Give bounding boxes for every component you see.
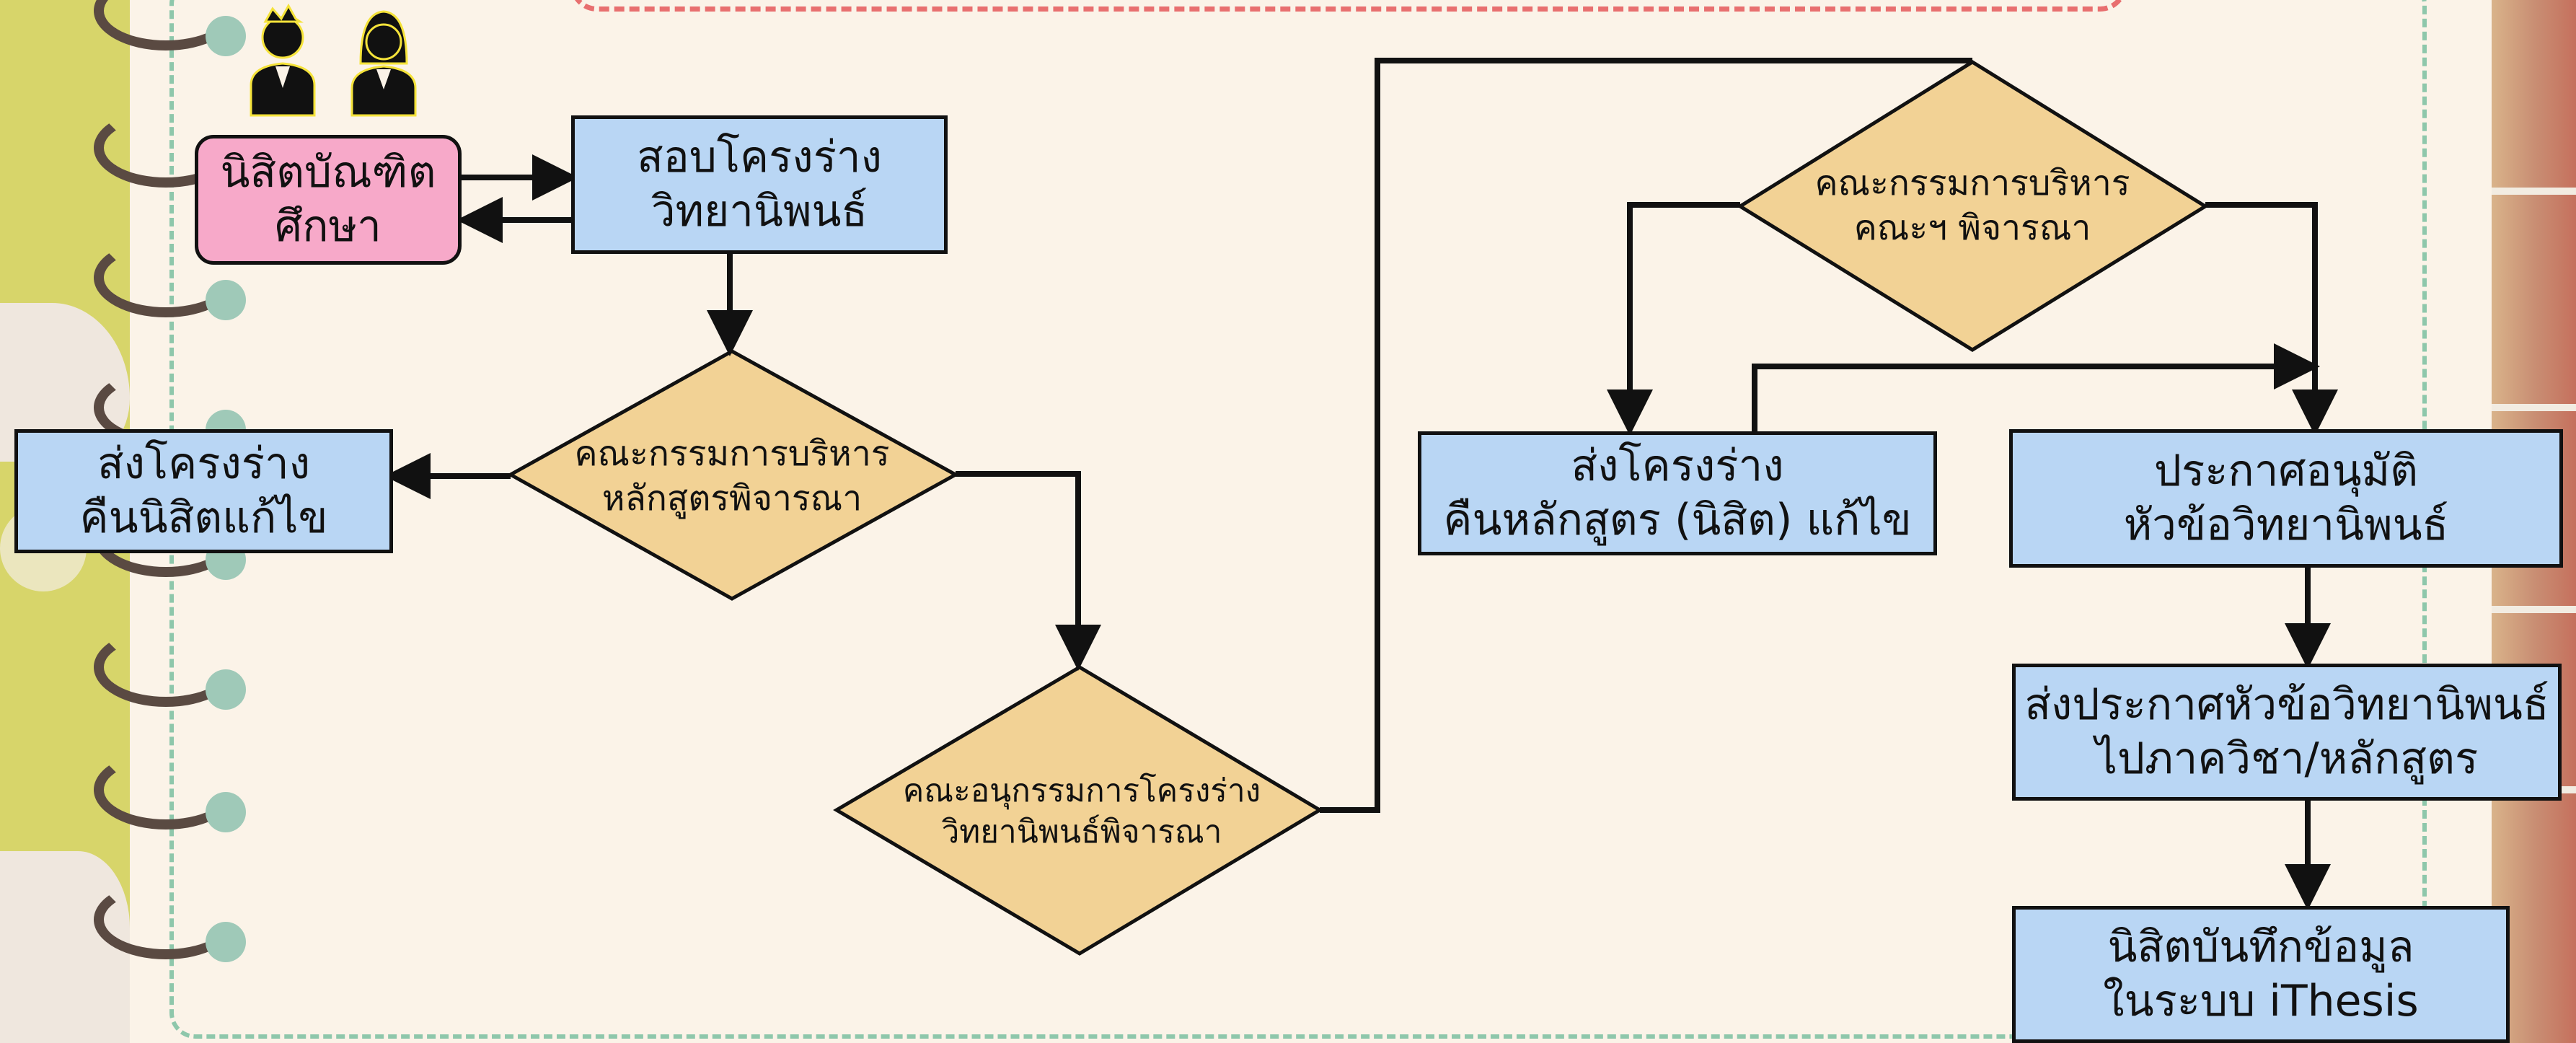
- node-label-line: ประกาศอนุมัติ: [2153, 446, 2419, 496]
- process-send-announcement: ส่งประกาศหัวข้อวิทยานิพนธ์ ไปภาควิชา/หลั…: [2012, 664, 2562, 801]
- process-return-to-curriculum: ส่งโครงร่าง คืนหลักสูตร (นิสิต) แก้ไข: [1418, 431, 1937, 555]
- node-label-line: หัวข้อวิทยานิพนธ์: [2123, 500, 2449, 550]
- node-label-line: คณะอนุกรรมการโครงร่าง: [902, 772, 1261, 809]
- node-label-line: หลักสูตรพิจารณา: [601, 478, 863, 519]
- node-label-line: ส่งโครงร่าง: [97, 439, 311, 489]
- node-label-line: นิสิตบันทึกข้อมูล: [2107, 922, 2414, 972]
- start-node-student: นิสิตบัณฑิต ศึกษา: [195, 135, 462, 265]
- node-label-line: นิสิตบัณฑิต: [220, 147, 436, 198]
- decorative-blob: [0, 851, 130, 1043]
- decision-diamond-faculty: [1737, 60, 2209, 352]
- node-label-line: ในระบบ iThesis: [2103, 976, 2419, 1026]
- node-label-line: คณะกรรมการบริหาร: [1814, 162, 2130, 203]
- node-label-line: วิทยานิพนธ์: [650, 186, 868, 237]
- decorative-stripe: [2492, 404, 2576, 411]
- node-label-line: คืนนิสิตแก้ไข: [79, 493, 328, 543]
- student-female-icon: [350, 10, 417, 117]
- binding-hole: [206, 280, 246, 320]
- node-label-line: คณะฯ พิจารณา: [1853, 208, 2091, 248]
- decision-diamond-subcommittee: [833, 665, 1323, 956]
- node-label-line: ส่งประกาศหัวข้อวิทยานิพนธ์: [2024, 679, 2549, 730]
- node-label-line: ศึกษา: [275, 201, 381, 252]
- student-male-icon: [250, 3, 316, 117]
- decision-diamond-curriculum: [506, 349, 960, 601]
- process-announce-approval: ประกาศอนุมัติ หัวข้อวิทยานิพนธ์: [2009, 429, 2563, 568]
- process-submit-outline: สอบโครงร่าง วิทยานิพนธ์: [571, 115, 948, 254]
- flow-connectors: [384, 58, 2338, 910]
- binding-hole: [206, 16, 246, 56]
- node-label-line: ส่งโครงร่าง: [1571, 441, 1784, 491]
- binding-hole: [206, 669, 246, 710]
- binding-hole: [206, 922, 246, 962]
- decision-label-curriculum: คณะกรรมการบริหาร หลักสูตรพิจารณา: [548, 418, 916, 534]
- binding-hole: [206, 792, 246, 832]
- process-return-to-student: ส่งโครงร่าง คืนนิสิตแก้ไข: [14, 429, 393, 553]
- decision-label-subcommittee: คณะอนุกรรมการโครงร่าง วิทยานิพนธ์พิจารณา: [880, 750, 1284, 873]
- decorative-stripe: [2492, 188, 2576, 195]
- node-label-line: วิทยานิพนธ์พิจารณา: [941, 814, 1222, 850]
- node-label-line: สอบโครงร่าง: [637, 132, 882, 182]
- decorative-stripe: [2492, 606, 2576, 613]
- decision-label-faculty: คณะกรรมการบริหาร คณะฯ พิจารณา: [1781, 148, 2163, 263]
- node-label-line: คืนหลักสูตร (นิสิต) แก้ไข: [1443, 495, 1912, 545]
- node-label-line: ไปภาควิชา/หลักสูตร: [2095, 734, 2479, 784]
- node-label-line: คณะกรรมการบริหาร: [574, 433, 890, 474]
- process-record-ithesis: นิสิตบันทึกข้อมูล ในระบบ iThesis: [2012, 906, 2510, 1043]
